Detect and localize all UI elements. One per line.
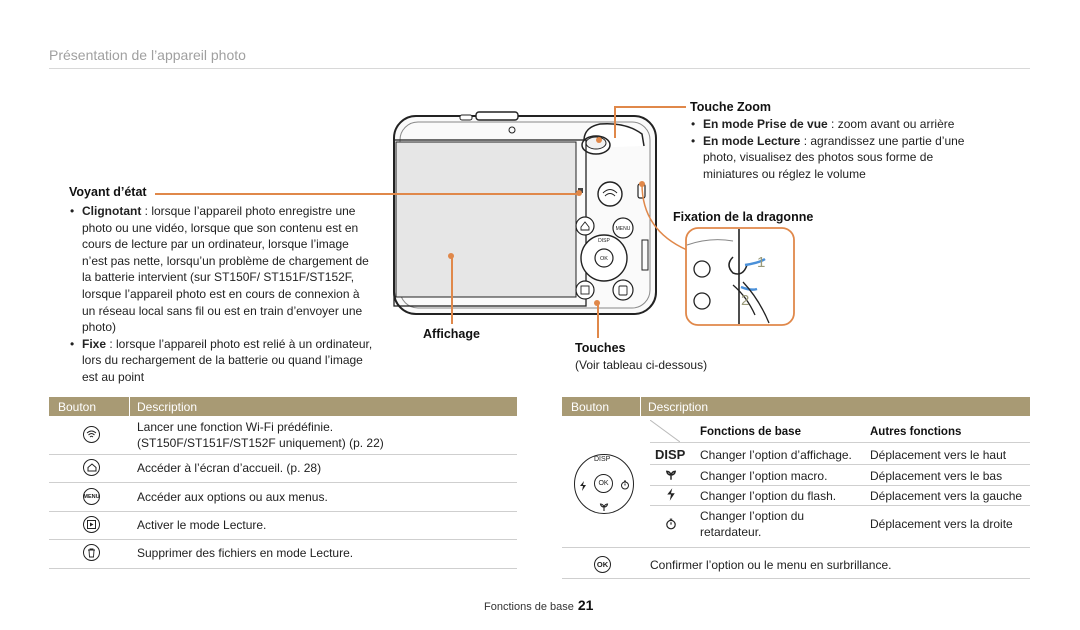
right-row-3-other: Déplacement vers la gauche xyxy=(870,489,1023,503)
subhead-diagonal xyxy=(649,419,681,443)
touches-dot xyxy=(594,300,600,306)
strap-inset: 1 2 xyxy=(685,227,795,326)
touches-title: Touches xyxy=(575,341,626,355)
camera-illustration: MENU OK DISP xyxy=(393,111,657,315)
right-row-1-other: Déplacement vers le haut xyxy=(870,448,1007,462)
left-row-3-desc: Accéder aux options ou aux menus. xyxy=(137,490,328,504)
dpad-illustration: DISP OK xyxy=(574,454,634,514)
affichage-title: Affichage xyxy=(423,327,480,341)
zoom-list: En mode Prise de vue : zoom avant ou arr… xyxy=(690,116,990,182)
zoom-leader-h xyxy=(614,106,686,108)
voyant-item-clignotant: Clignotant : lorsque l’appareil photo en… xyxy=(69,203,374,336)
touches-leader xyxy=(597,302,599,338)
left-row-sep xyxy=(49,454,517,455)
dpad-disp-label: DISP xyxy=(594,456,611,463)
left-table-bottom xyxy=(49,568,517,569)
zoom-dot xyxy=(596,137,602,143)
timer-icon xyxy=(665,517,677,535)
wifi-icon xyxy=(83,426,100,443)
right-row-sep xyxy=(650,464,1030,465)
subhead-fonctions-base: Fonctions de base xyxy=(700,426,801,438)
right-header-sep xyxy=(640,397,641,416)
left-row-2-desc: Accéder à l’écran d’accueil. (p. 28) xyxy=(137,461,322,475)
right-row-sep xyxy=(562,547,1030,548)
left-row-sep xyxy=(49,539,517,540)
right-table-header: Bouton Description xyxy=(562,397,1030,416)
left-row-4-desc: Activer le mode Lecture. xyxy=(137,518,267,532)
right-row-4-base: Changer l’option du retardateur. xyxy=(700,509,805,539)
left-row-sep xyxy=(49,511,517,512)
voyant-title: Voyant d’état xyxy=(69,185,147,199)
trash-icon xyxy=(83,544,100,561)
left-row-sep xyxy=(49,482,517,483)
page-number: 21 xyxy=(577,597,594,613)
dpad-timer-icon xyxy=(620,477,630,495)
left-col-bouton: Bouton xyxy=(58,400,97,414)
touches-note: (Voir tableau ci-dessous) xyxy=(575,358,708,372)
subhead-autres-fonctions: Autres fonctions xyxy=(870,426,962,438)
right-row-sep xyxy=(650,505,1030,506)
right-row-1-base: Changer l’option d’affichage. xyxy=(700,448,852,462)
strap-step-2: 2 xyxy=(741,292,749,309)
voyant-leader xyxy=(155,193,579,195)
strap-step-1: 1 xyxy=(757,254,765,271)
zoom-title: Touche Zoom xyxy=(690,100,772,114)
disp-icon: DISP xyxy=(655,447,686,462)
footer-section: Fonctions de base xyxy=(484,601,574,613)
dragonne-leader xyxy=(639,181,688,251)
right-row-3-base: Changer l’option du flash. xyxy=(700,489,837,503)
header-divider xyxy=(49,68,1030,69)
right-ok-desc: Confirmer l’option ou le menu en surbril… xyxy=(650,558,892,572)
voyant-item-fixe: Fixe : lorsque l’appareil photo est reli… xyxy=(69,336,374,386)
zoom-item-lecture: En mode Lecture : agrandissez une partie… xyxy=(690,133,990,183)
flash-icon xyxy=(666,488,676,506)
ok-icon: OK xyxy=(594,556,611,573)
home-icon xyxy=(83,459,100,476)
menu-icon: MENU xyxy=(83,488,100,505)
dpad-flash-icon xyxy=(579,478,587,496)
right-col-bouton: Bouton xyxy=(571,400,610,414)
right-row-4-other: Déplacement vers la droite xyxy=(870,517,1013,531)
right-subhead-sep xyxy=(650,442,1030,443)
affichage-dot xyxy=(448,253,454,259)
dpad-macro-icon xyxy=(599,499,609,517)
left-row-1-desc: Lancer une fonction Wi-Fi prédéfinie. (S… xyxy=(137,420,384,450)
zoom-leader-v xyxy=(614,106,616,138)
dpad-ok-label: OK xyxy=(594,474,613,493)
zoom-item-prise: En mode Prise de vue : zoom avant ou arr… xyxy=(690,116,990,133)
right-row-sep xyxy=(650,485,1030,486)
right-col-description: Description xyxy=(648,400,709,414)
page-header-title: Présentation de l’appareil photo xyxy=(49,47,246,63)
dragonne-title: Fixation de la dragonne xyxy=(673,210,814,224)
affichage-leader xyxy=(451,256,453,324)
voyant-dot xyxy=(576,190,582,196)
camera-disp-label: DISP xyxy=(598,238,610,244)
camera-menu-label: MENU xyxy=(616,226,631,232)
voyant-list: Clignotant : lorsque l’appareil photo en… xyxy=(69,203,374,386)
macro-icon xyxy=(665,468,677,486)
left-header-sep xyxy=(129,397,130,416)
right-table-bottom xyxy=(562,578,1030,579)
playback-icon xyxy=(83,516,100,533)
camera-ok-label: OK xyxy=(600,256,608,262)
right-row-2-base: Changer l’option macro. xyxy=(700,469,828,483)
left-row-5-desc: Supprimer des fichiers en mode Lecture. xyxy=(137,546,354,560)
left-col-description: Description xyxy=(137,400,198,414)
left-table-header: Bouton Description xyxy=(49,397,517,416)
right-row-2-other: Déplacement vers le bas xyxy=(870,469,1003,483)
